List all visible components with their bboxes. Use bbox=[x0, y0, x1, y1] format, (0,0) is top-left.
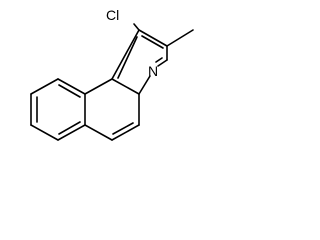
atom-labels: Cl N bbox=[106, 7, 158, 79]
bond-c1-c2-inner bbox=[141, 35, 164, 49]
bond-c6-c6a bbox=[84, 124, 113, 141]
bond-c1-cl bbox=[133, 23, 140, 31]
bond-c10a-c10b bbox=[84, 78, 113, 95]
bond-n-c4a bbox=[138, 75, 151, 95]
chemical-structure: Cl N bbox=[30, 7, 194, 141]
bond-c1-c2 bbox=[138, 29, 168, 47]
bond-c5-c6 bbox=[111, 124, 140, 141]
bond-c5-c6-inner bbox=[112, 122, 134, 135]
bond-c3-n bbox=[157, 59, 168, 67]
bonds bbox=[30, 23, 194, 141]
bond-c10a-c10-inner bbox=[58, 84, 81, 98]
bond-c4a-c10b bbox=[111, 78, 140, 95]
bond-c7-c6a-inner bbox=[58, 121, 81, 135]
bond-c10a-c10 bbox=[57, 78, 86, 95]
bond-c3-methyl bbox=[166, 29, 194, 47]
bond-c3-n-inner bbox=[155, 57, 163, 63]
nitrogen-label: N bbox=[148, 63, 158, 79]
bond-c7-c6a bbox=[57, 124, 86, 141]
bond-c10b-c1 bbox=[111, 29, 140, 80]
chlorine-label: Cl bbox=[106, 7, 119, 23]
bond-c10-c9 bbox=[30, 78, 59, 95]
bond-c10b-c1-inner bbox=[117, 36, 138, 79]
bond-c8-c7 bbox=[30, 124, 59, 141]
